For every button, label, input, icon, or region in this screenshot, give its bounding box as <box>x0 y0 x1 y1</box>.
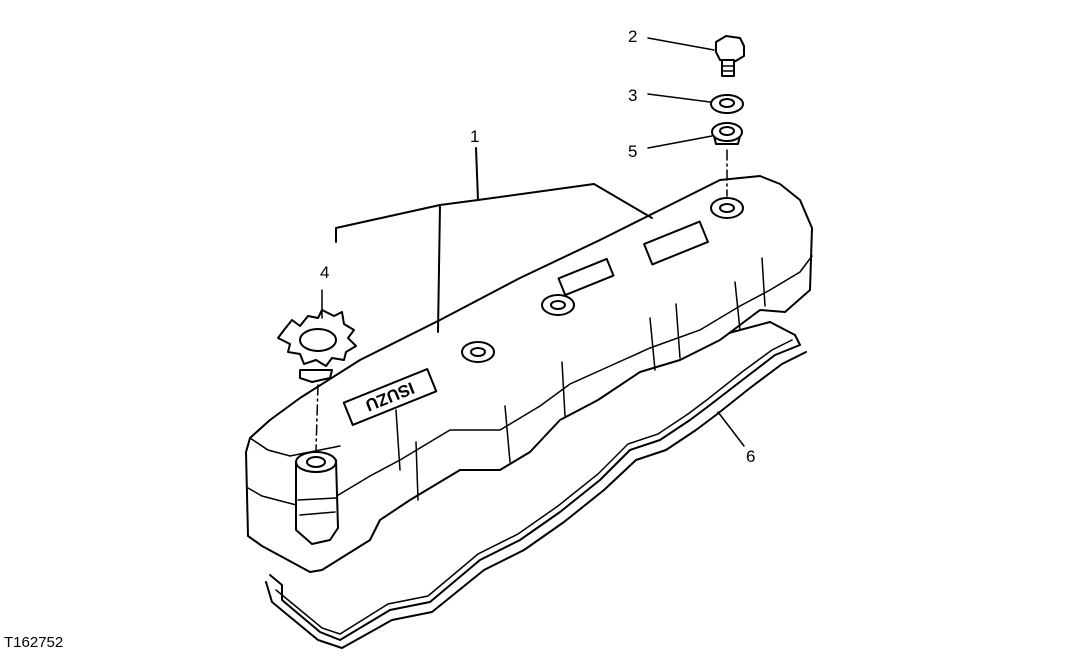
grommet <box>711 122 743 145</box>
callout-3: 3 <box>628 86 637 105</box>
bolt <box>715 35 745 77</box>
valve-cover <box>245 175 813 573</box>
washer <box>710 94 744 114</box>
callout-2: 2 <box>628 27 637 46</box>
callout-5: 5 <box>628 142 637 161</box>
leader-lines <box>321 37 745 447</box>
oil-filler-cap <box>277 309 357 383</box>
callout-4: 4 <box>320 263 329 282</box>
callout-6: 6 <box>746 447 755 466</box>
figure-id: T162752 <box>4 634 64 651</box>
gasket <box>265 321 807 649</box>
callout-1: 1 <box>470 127 479 146</box>
